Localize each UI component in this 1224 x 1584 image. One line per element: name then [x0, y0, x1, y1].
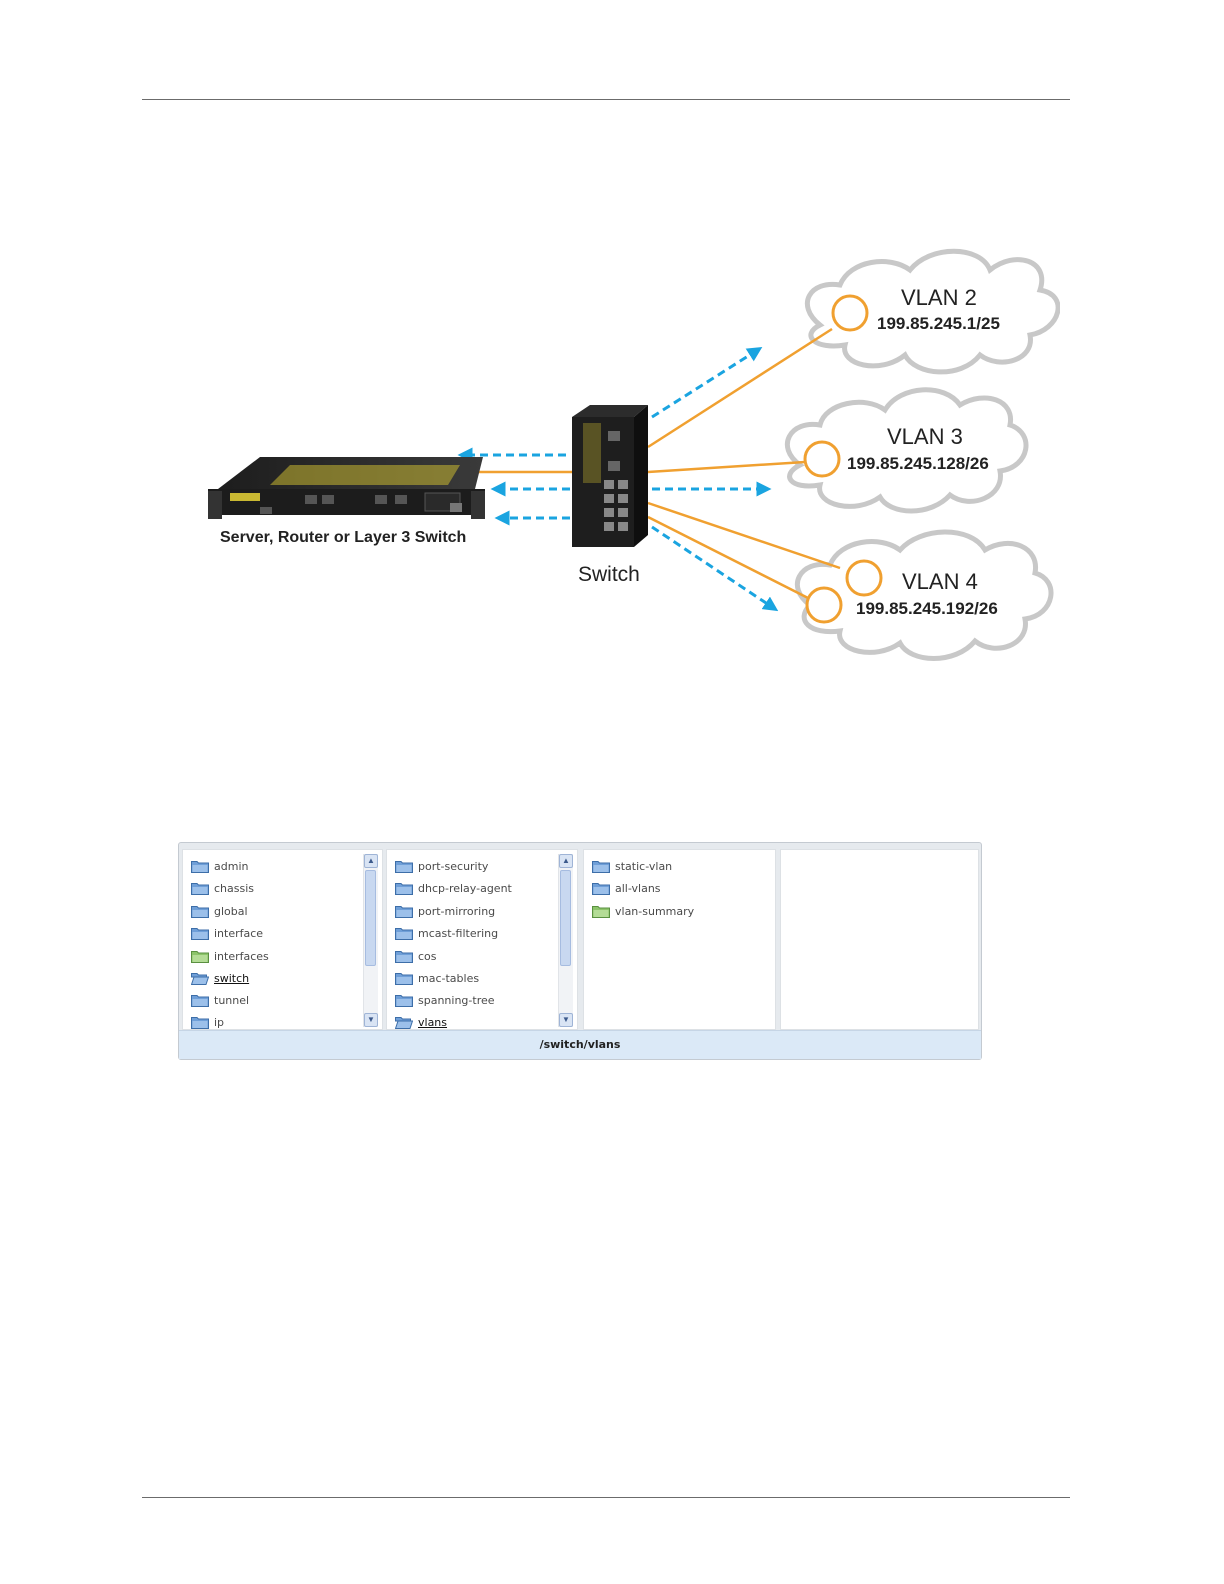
browser-column-1: admin chassis global interface interface… [182, 849, 383, 1030]
list-item[interactable]: all-vlans [592, 878, 661, 898]
scroll-down-icon[interactable]: ▼ [559, 1013, 573, 1027]
folder-open-icon [191, 973, 209, 985]
scroll-up-icon[interactable]: ▲ [559, 854, 573, 868]
path-bar: /switch/vlans [179, 1030, 981, 1059]
folder-icon [191, 928, 209, 940]
column-1-scrollbar[interactable]: ▲ ▼ [363, 854, 378, 1027]
browser-column-3: static-vlan all-vlans vlan-summary [583, 849, 776, 1030]
folder-icon [191, 883, 209, 895]
folder-green-icon [592, 906, 610, 918]
cloud-vlan-3 [785, 387, 1029, 514]
scroll-down-icon[interactable]: ▼ [364, 1013, 378, 1027]
vlan-2-name: VLAN 2 [901, 285, 977, 310]
folder-icon [592, 883, 610, 895]
vlan-3-ip: 199.85.245.128/26 [847, 454, 989, 473]
vlan-port-circles [803, 294, 883, 624]
connection-lines [465, 327, 841, 601]
list-item[interactable]: tunnel [191, 990, 249, 1010]
list-item[interactable]: global [191, 901, 248, 921]
list-item[interactable]: chassis [191, 878, 254, 898]
list-item[interactable]: interface [191, 923, 263, 943]
folder-icon [592, 861, 610, 873]
list-item[interactable]: port-security [395, 856, 488, 876]
folder-icon [191, 1017, 209, 1029]
switch-label: Switch [578, 563, 640, 586]
scroll-up-icon[interactable]: ▲ [364, 854, 378, 868]
list-item[interactable]: vlan-summary [592, 901, 694, 921]
list-item[interactable]: interfaces [191, 946, 269, 966]
list-item[interactable]: ip [191, 1012, 224, 1032]
list-item[interactable]: port-mirroring [395, 901, 495, 921]
header-rule [142, 99, 1070, 100]
list-item[interactable]: mcast-filtering [395, 923, 498, 943]
folder-icon [395, 995, 413, 1007]
list-item[interactable]: mac-tables [395, 968, 479, 988]
folder-icon [395, 883, 413, 895]
folder-icon [395, 928, 413, 940]
folder-icon [395, 973, 413, 985]
list-item[interactable]: admin [191, 856, 248, 876]
list-item[interactable]: spanning-tree [395, 990, 495, 1010]
list-item-selected[interactable]: switch [191, 968, 249, 988]
server-device-image [208, 457, 485, 519]
vlan-4-name: VLAN 4 [902, 569, 978, 594]
list-item-selected[interactable]: vlans [395, 1012, 447, 1032]
column-browser: admin chassis global interface interface… [178, 842, 982, 1060]
footer-rule [142, 1497, 1070, 1498]
cloud-vlan-2 [805, 248, 1060, 375]
folder-icon [395, 906, 413, 918]
browser-column-4 [780, 849, 979, 1030]
folder-open-icon [395, 1017, 413, 1029]
column-2-scrollbar[interactable]: ▲ ▼ [558, 854, 573, 1027]
list-item[interactable]: static-vlan [592, 856, 672, 876]
vlan-2-ip: 199.85.245.1/25 [877, 314, 1000, 333]
list-item[interactable]: cos [395, 946, 437, 966]
folder-icon [395, 951, 413, 963]
folder-icon [395, 861, 413, 873]
vlan-4-ip: 199.85.245.192/26 [856, 599, 998, 618]
traffic-arrows [457, 346, 779, 612]
folder-icon [191, 995, 209, 1007]
scroll-thumb[interactable] [560, 870, 571, 966]
folder-icon [191, 906, 209, 918]
switch-device-image [572, 405, 648, 547]
scroll-thumb[interactable] [365, 870, 376, 966]
vlan-network-diagram [208, 248, 1060, 661]
browser-column-2: port-security dhcp-relay-agent port-mirr… [386, 849, 578, 1030]
vlan-3-name: VLAN 3 [887, 424, 963, 449]
folder-icon [191, 861, 209, 873]
server-label: Server, Router or Layer 3 Switch [220, 529, 467, 546]
list-item[interactable]: dhcp-relay-agent [395, 878, 512, 898]
folder-green-icon [191, 951, 209, 963]
